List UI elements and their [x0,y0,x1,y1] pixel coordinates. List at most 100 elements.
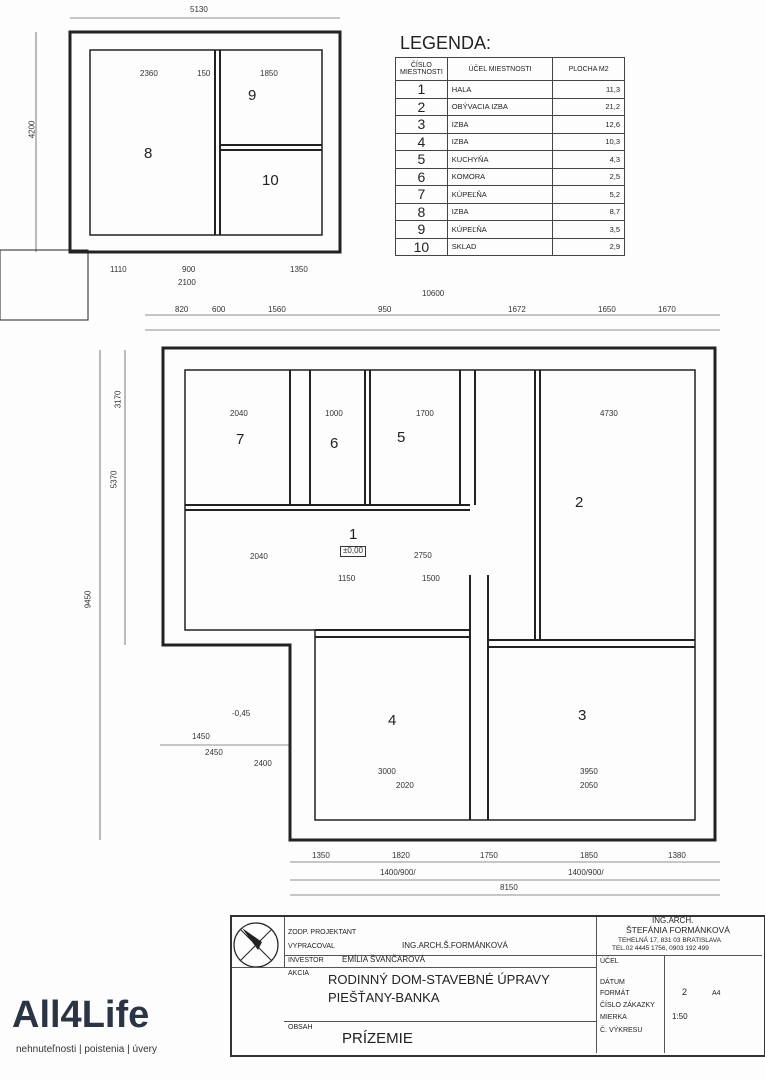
dim-label: 1000 [325,409,343,418]
legend-room-name: KÚPEĽŇA [446,185,554,204]
dim-label: 2020 [396,781,414,790]
watermark-tagline: nehnuteľnosti | poistenia | úvery [16,1044,157,1055]
level-main: ±0,00 [340,546,366,557]
dim-label: 1350 [290,265,308,274]
dim-label: 3170 [113,390,123,409]
house-outer-wall [161,346,717,842]
dim-label: 4730 [600,409,618,418]
legend-room-number: 8 [395,202,448,221]
legend-room-name: IZBA [446,202,554,221]
dim-label: 3000 [378,767,396,776]
obsah: PRÍZEMIE [342,1030,413,1047]
legend-room-number: 6 [395,167,448,186]
legend-room-name: KUCHYŇA [446,150,554,169]
dim-label: 1670 [658,305,676,314]
architect-title: ING.ARCH. [652,916,694,925]
label-akcia: AKCIA [288,970,310,977]
legend-header: ÚČEL MIESTNOSTI [446,57,554,81]
legend-room-area: 2,9 [552,237,625,256]
vypracoval: ING.ARCH.Š.FORMÁNKOVÁ [402,941,508,950]
room-number-6: 6 [330,435,339,452]
label-investor: INVESTOR [288,957,324,964]
dim-label: 1110 [110,265,127,274]
akcia-line-1: RODINNÝ DOM-STAVEBNÉ ÚPRAVY [328,972,550,987]
label-datum: DÁTUM [600,979,625,986]
dim-label: 10600 [422,289,445,298]
dim-label: 2100 [178,278,196,287]
dim-label: 1750 [480,851,498,860]
legend-room-name: KOMORA [446,167,554,186]
room-number-3: 3 [578,707,587,724]
dim-label: 1850 [580,851,598,860]
dim-label: 1350 [312,851,330,860]
legend-room-name: HALA [446,80,554,99]
legend-header: ČÍSLO MIESTNOSTI [395,57,448,81]
legend-room-number: 5 [395,150,448,169]
annex-stairs [0,249,89,321]
dim-label: 1672 [508,305,526,314]
dim-label: 820 [175,305,189,314]
dim-label: 1450 [192,732,210,741]
dim-label: 900 [182,265,196,274]
dim-label: 600 [212,305,226,314]
dim-label: 1500 [422,574,440,583]
dim-label: 2750 [414,551,432,560]
dim-label: 1850 [260,69,278,78]
dim-label: 1560 [268,305,286,314]
legend-room-area: 10,3 [552,132,625,151]
dim-label: 150 [197,69,211,78]
architect-name: ŠTEFÁNIA FORMÁNKOVÁ [626,925,730,935]
legend-room-area: 4,3 [552,150,625,169]
legend-room-number: 7 [395,185,448,204]
dim-label: 4200 [27,120,37,139]
legend-room-name: IZBA [446,132,554,151]
title-block: ZODP. PROJEKTANT VYPRACOVAL ING.ARCH.Š.F… [230,915,765,1057]
room-number-2: 2 [575,494,584,511]
dim-label: 2040 [230,409,248,418]
legend-room-area: 5,2 [552,185,625,204]
format-unit: A4 [712,990,721,997]
dim-label: 1400/900/ [380,868,416,877]
investor: EMÍLIA ŠVANČAROVÁ [342,955,425,964]
legend-room-number: 9 [395,220,448,239]
legend-room-area: 11,3 [552,80,625,99]
dim-label: 9450 [83,590,93,609]
legend-room-name: SKLAD [446,237,554,256]
label-zodp: ZODP. PROJEKTANT [288,929,357,936]
label-vypracoval: VYPRACOVAL [288,943,335,950]
legend-room-name: IZBA [446,115,554,134]
label-format: FORMÁT [600,990,630,997]
legend-room-name: KÚPEĽŇA [446,220,554,239]
akcia-line-2: PIEŠŤANY-BANKA [328,990,440,1005]
dim-label: 1650 [598,305,616,314]
dim-label: 8150 [500,883,518,892]
room-number-5: 5 [397,429,406,446]
dim-label: 3950 [580,767,598,776]
label-obsah: OBSAH [288,1024,313,1031]
legend-room-area: 12,6 [552,115,625,134]
level-entry: -0,45 [232,709,251,718]
architect-address: TEHELNÁ 17, 831 03 BRATISLAVA [618,937,721,944]
dim-label: 1150 [338,574,356,583]
legend-table: ČÍSLO MIESTNOSTI ÚČEL MIESTNOSTI PLOCHA … [395,57,625,256]
dim-label: 1700 [416,409,434,418]
legend-header: PLOCHA M2 [552,57,625,81]
room-number-7: 7 [236,431,245,448]
legend-room-area: 3,5 [552,220,625,239]
room-number-1: 1 [349,526,358,543]
label-cislo-vykresu: Č. VÝKRESU [600,1027,643,1034]
legend-room-number: 2 [395,97,448,116]
legend-room-number: 3 [395,115,448,134]
legend-room-number: 4 [395,132,448,151]
architect-phone: TEL.02 4445 1756, 0903 192 499 [612,945,709,952]
dim-label: 950 [378,305,392,314]
